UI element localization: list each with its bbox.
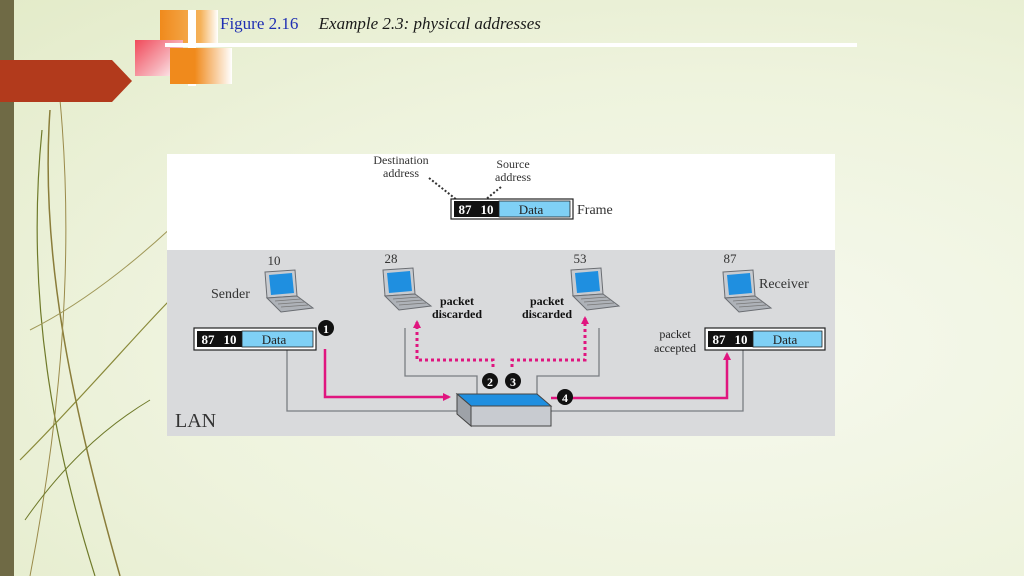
station-28-status-2: discarded <box>432 307 482 321</box>
receiver-status-2: accepted <box>654 341 696 355</box>
sender-frame-data: Data <box>262 332 287 347</box>
station-53-status-2: discarded <box>522 307 572 321</box>
receiver-address: 87 <box>724 251 738 266</box>
source-pointer <box>484 186 502 201</box>
sender-address: 10 <box>268 253 281 268</box>
svg-text:4: 4 <box>562 391 568 405</box>
station-53-status-1: packet <box>530 294 564 308</box>
path-switch-to-53 <box>510 316 589 367</box>
path-switch-to-receiver <box>551 352 731 400</box>
destination-address-label-1: Destination <box>373 154 428 167</box>
title-underline <box>165 43 857 47</box>
svg-text:2: 2 <box>487 375 493 389</box>
left-accent-bar <box>0 0 14 576</box>
step-marker-2: 2 <box>482 373 498 389</box>
destination-address-label-2: address <box>383 166 419 180</box>
frame-label: Frame <box>577 203 613 218</box>
sender-frame-dest: 87 <box>202 332 216 347</box>
receiver-status-1: packet <box>659 327 691 341</box>
svg-text:1: 1 <box>323 322 329 336</box>
lan-wires <box>286 328 744 412</box>
station-28-address: 28 <box>385 251 398 266</box>
receiver-frame-data: Data <box>773 332 798 347</box>
station-28-status-1: packet <box>440 294 474 308</box>
step-marker-3: 3 <box>505 373 521 389</box>
destination-pointer <box>428 177 458 201</box>
station-53-address: 53 <box>574 251 587 266</box>
figure-number: Figure 2.16 <box>220 14 299 33</box>
frame-data: Data <box>519 202 544 217</box>
step-marker-1: 1 <box>318 320 334 336</box>
frame-dest: 87 <box>459 202 473 217</box>
path-sender-to-switch <box>323 349 451 401</box>
sender-frame-box: 87 10 Data <box>193 327 317 351</box>
sender-label: Sender <box>211 287 250 302</box>
receiver-frame-src: 10 <box>735 332 748 347</box>
orange-square-bottom <box>170 48 232 84</box>
svg-text:3: 3 <box>510 375 516 389</box>
sender-frame-src: 10 <box>224 332 237 347</box>
physical-address-diagram: Destination address Source address 87 10… <box>167 154 835 436</box>
figure-title: Figure 2.16 Example 2.3: physical addres… <box>220 14 541 34</box>
lan-label: LAN <box>175 410 216 432</box>
red-arrow-tab <box>0 60 132 102</box>
source-address-label-1: Source <box>496 157 529 171</box>
path-switch-to-28 <box>413 320 495 367</box>
receiver-frame-dest: 87 <box>713 332 727 347</box>
frame-src: 10 <box>481 202 494 217</box>
source-address-label-2: address <box>495 170 531 184</box>
switch-device <box>455 392 553 428</box>
receiver-frame-box: 87 10 Data <box>704 327 826 351</box>
receiver-label: Receiver <box>759 277 809 292</box>
figure-caption: Example 2.3: physical addresses <box>318 14 541 33</box>
frame-legend-box: 87 10 Data <box>450 198 574 220</box>
step-marker-4: 4 <box>557 389 573 405</box>
